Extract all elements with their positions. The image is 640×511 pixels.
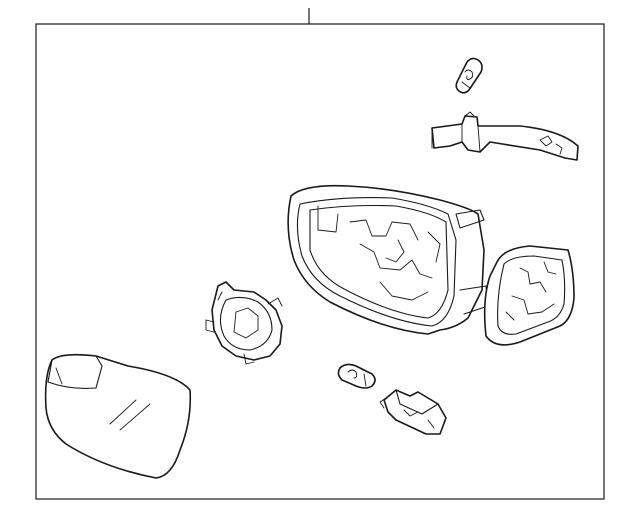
mirror-actuator <box>205 281 283 365</box>
mirror-glass <box>44 353 192 479</box>
bulb <box>455 57 483 94</box>
mirror-cover <box>483 245 575 346</box>
puddle-lamp-bracket <box>431 111 579 161</box>
diagram-frame <box>35 23 605 500</box>
side-bulb <box>337 363 376 389</box>
mirror-housing <box>287 184 489 335</box>
lamp-socket <box>379 389 447 435</box>
